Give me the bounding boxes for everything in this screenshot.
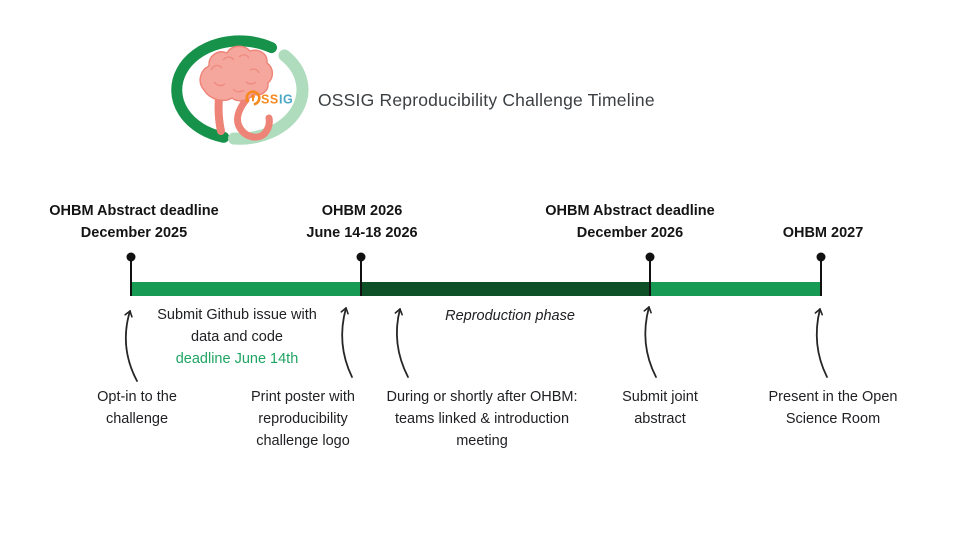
milestone-2-line1: OHBM 2026	[321, 203, 403, 219]
milestone-label-4: OHBM 2027	[783, 222, 864, 244]
step-submit-line1: Submit joint	[622, 389, 698, 405]
arrow-present	[814, 308, 828, 378]
annotation-github-issue: Submit Github issue with data and code d…	[157, 304, 317, 370]
step-print-line3: challenge logo	[256, 433, 350, 449]
brain-icon	[199, 45, 274, 102]
milestone-2-line2: June 14-18 2026	[306, 225, 418, 241]
milestone-dot-3	[645, 252, 655, 262]
milestone-1-line2: December 2025	[80, 225, 188, 241]
step-optin: Opt-in to the challenge	[97, 386, 177, 430]
step-present-line1: Present in the Open	[768, 389, 898, 405]
step-print-line1: Print poster with	[251, 389, 355, 405]
step-teams-line3: meeting	[456, 433, 508, 449]
bar-segment-optin	[131, 282, 361, 296]
logo-ring-dark-arc	[171, 35, 277, 143]
arrow-print-poster	[340, 307, 353, 378]
milestone-label-2: OHBM 2026 June 14-18 2026	[306, 200, 417, 244]
logo-text-ig: IG	[279, 93, 293, 107]
step-teams-line2: teams linked & introduction	[394, 411, 570, 427]
step-print-poster: Print poster with reproducibility challe…	[251, 386, 355, 452]
step-present-line2: Science Room	[785, 411, 881, 427]
brainstem	[214, 93, 225, 135]
phase-label: Reproduction phase	[445, 308, 575, 324]
milestone-1-line1: OHBM Abstract deadline	[49, 203, 219, 219]
github-note-deadline: deadline June 14th	[175, 351, 299, 367]
milestone-ticks	[130, 257, 822, 296]
milestone-dot-1	[126, 252, 136, 262]
open-access-lock-icon	[245, 90, 261, 106]
step-teams-linked: During or shortly after OHBM: teams link…	[387, 386, 578, 452]
logo-text-ss: SS	[261, 93, 279, 107]
step-submit-line2: abstract	[634, 411, 686, 427]
step-optin-line1: Opt-in to the	[97, 389, 177, 405]
milestone-dot-2	[356, 252, 366, 262]
step-teams-line1: During or shortly after OHBM:	[386, 389, 578, 405]
timeline-bar	[131, 282, 821, 296]
step-print-line2: reproducibility	[258, 411, 348, 427]
github-note-line2: data and code	[191, 329, 283, 345]
github-note-line1: Submit Github issue with	[157, 307, 317, 323]
arrow-submit-abstract	[643, 306, 657, 378]
milestone-4-line1: OHBM 2027	[782, 225, 864, 241]
milestone-label-3: OHBM Abstract deadline December 2026	[545, 200, 714, 244]
bar-segment-reproduction-phase	[361, 282, 650, 296]
ossig-logo: SS IG	[171, 35, 309, 145]
arrow-teams-linked	[394, 308, 409, 378]
step-submit-abstract: Submit joint abstract	[622, 386, 698, 430]
milestone-3-line2: December 2026	[576, 225, 684, 241]
milestone-3-line1: OHBM Abstract deadline	[545, 203, 715, 219]
step-optin-line2: challenge	[105, 411, 169, 427]
milestone-dots	[126, 252, 826, 262]
annotation-arrows	[124, 306, 828, 382]
logo-r-leg	[234, 96, 273, 141]
bar-segment-final	[650, 282, 821, 296]
slide-title: OSSIG Reproducibility Challenge Timeline	[318, 90, 655, 110]
step-present: Present in the Open Science Room	[769, 386, 898, 430]
milestone-label-1: OHBM Abstract deadline December 2025	[49, 200, 218, 244]
brain-gyri-lines	[210, 54, 260, 93]
arrow-optin	[124, 310, 138, 382]
milestone-dot-4	[816, 252, 826, 262]
